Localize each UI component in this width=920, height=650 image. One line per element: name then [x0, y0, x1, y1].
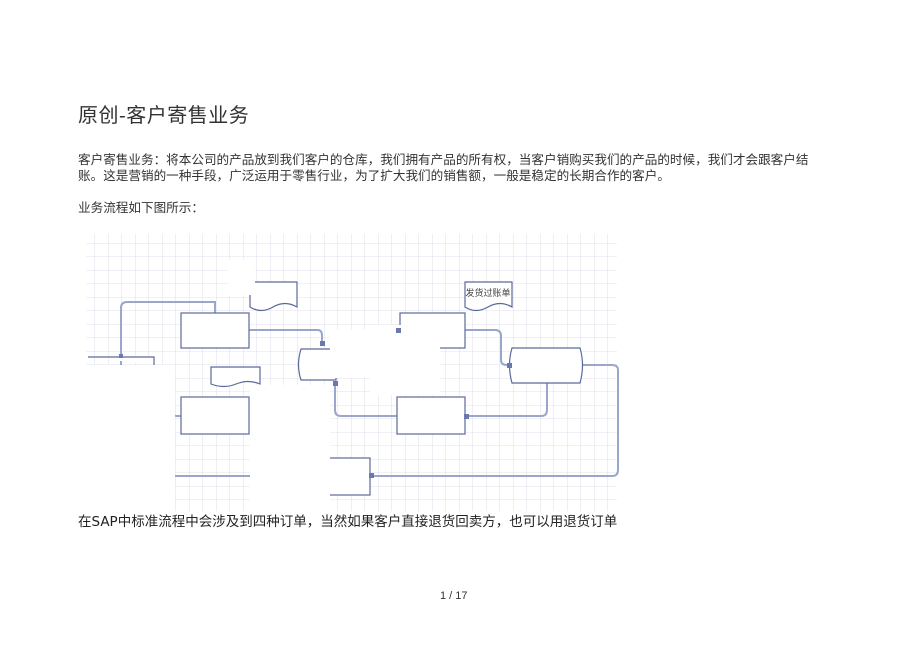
- document-shape-posting: [464, 281, 513, 312]
- caption-text: 在SAP中标准流程中会涉及到四种订单，当然如果客户直接退货回卖方，也可以用退货订…: [78, 514, 618, 530]
- storage-shape: [508, 347, 584, 384]
- process-box-2: [180, 396, 250, 435]
- intro-paragraph-line-2: 账。这是营销的一种手段，广泛运用于零售行业，为了扩大我们的销售额，一般是稳定的长…: [78, 168, 670, 183]
- intro-paragraph-line-1: 客户寄售业务：将本公司的产品放到我们客户的仓库，我们拥有产品的所有权，当客户销购…: [78, 152, 809, 167]
- document-shape-3: [297, 348, 337, 381]
- posting-document-label: 发货过账单: [465, 287, 510, 299]
- document-shape-left: [88, 356, 155, 365]
- document-shape-2: [210, 366, 261, 388]
- page-number: 1 / 17: [440, 590, 468, 602]
- process-box-4: [396, 396, 466, 435]
- process-box-1: [180, 312, 250, 349]
- page-title: 原创-客户寄售业务: [78, 103, 250, 127]
- flow-intro-text: 业务流程如下图所示：: [78, 200, 204, 215]
- document-shape-1: [249, 281, 298, 312]
